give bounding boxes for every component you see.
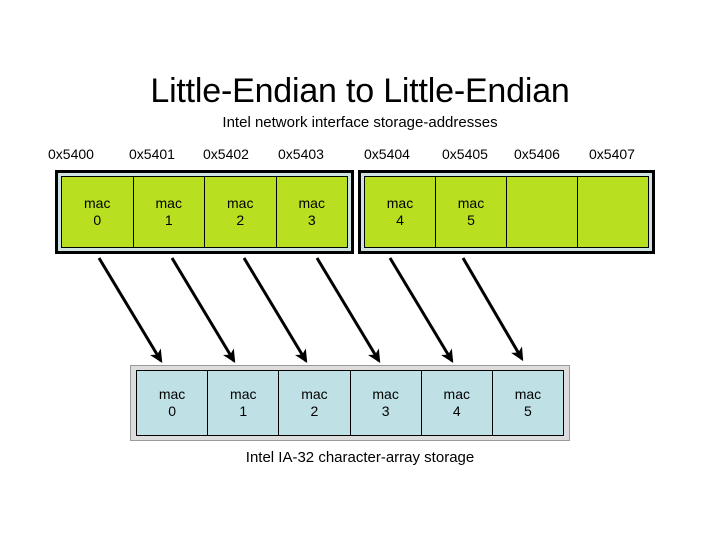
mapping-arrow [97, 257, 163, 364]
nic-cell-label: mac [386, 195, 414, 211]
nic-cell-index: 3 [307, 212, 316, 228]
nic-cell-index: 1 [164, 212, 173, 228]
bottom-caption: Intel IA-32 character-array storage [245, 449, 475, 466]
mapping-arrows [97, 257, 524, 364]
mapping-arrow [388, 257, 454, 364]
page-title: Little-Endian to Little-Endian [150, 71, 570, 110]
address-label: 0x5401 [129, 146, 175, 162]
ia32-cell-index: 1 [239, 403, 248, 419]
address-label: 0x5405 [442, 146, 488, 162]
mapping-arrow [315, 257, 381, 364]
mapping-arrow [461, 257, 524, 362]
address-label-row: 0x5400 0x5401 0x5402 0x5403 0x5404 0x5405 0x54… [0, 144, 720, 164]
ia32-cell-index: 5 [524, 403, 532, 419]
nic-cell-empty [577, 176, 649, 248]
address-label: 0x5403 [278, 146, 324, 162]
mapping-arrow [170, 257, 236, 364]
nic-cell-label: mac [155, 195, 182, 211]
ia32-cell-label: mac [230, 386, 257, 402]
ia32-cell-label: mac [158, 386, 186, 402]
nic-cell-label: mac [298, 195, 325, 211]
nic-cell-label: mac [84, 195, 111, 211]
nic-cell-index: 0 [93, 212, 102, 228]
nic-cell-index: 2 [236, 212, 245, 228]
nic-cell-index: 4 [396, 212, 404, 228]
nic-cell-label: mac [227, 195, 254, 211]
nic-cell-index: 5 [467, 212, 475, 228]
ia32-cell-label: mac [443, 386, 470, 402]
ia32-cell-index: 2 [310, 403, 319, 419]
ia32-cell-label: mac [372, 386, 399, 402]
ia32-cell-label: mac [301, 386, 328, 402]
ia32-cell-label: mac [514, 386, 542, 402]
ia32-cell-index: 4 [452, 403, 461, 419]
address-label: 0x5407 [589, 146, 635, 162]
ia32-cell-index: 3 [381, 403, 390, 419]
address-label: 0x5402 [203, 146, 249, 162]
address-label: 0x5406 [514, 146, 560, 162]
mapping-arrow [242, 257, 308, 364]
address-label: 0x5400 [48, 146, 94, 162]
nic-cell-empty [506, 176, 577, 248]
nic-cell-label: mac [457, 195, 485, 211]
address-label: 0x5404 [364, 146, 410, 162]
ia32-cell-index: 0 [168, 403, 176, 419]
top-caption: Intel network interface storage-addresse… [222, 114, 498, 131]
